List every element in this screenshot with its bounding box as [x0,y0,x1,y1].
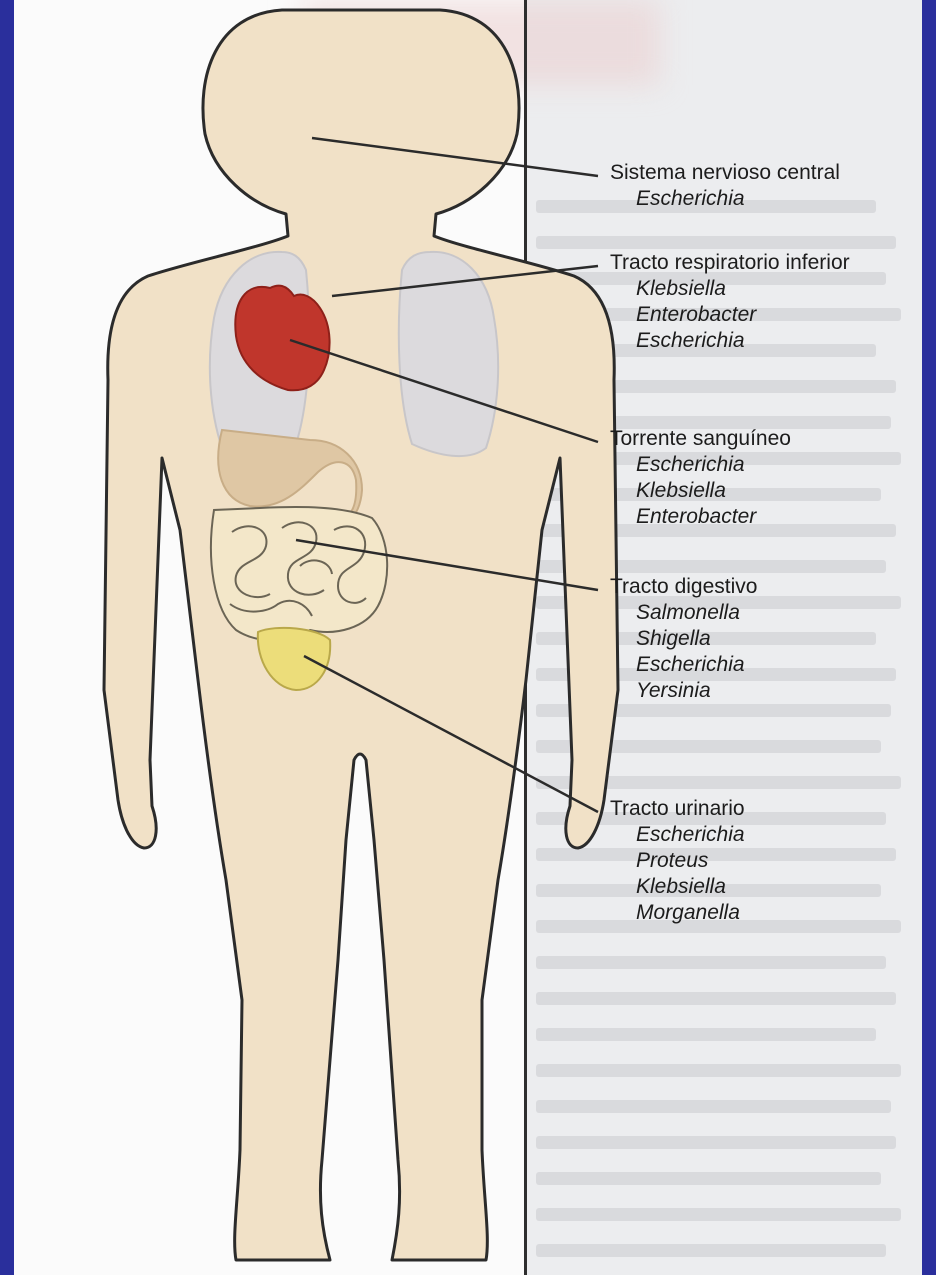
intestines-organ-icon [211,507,387,640]
annotation-digest: Tracto digestivo Salmonella Shigella Esc… [610,574,757,704]
annotation-organism: Yersinia [610,678,757,704]
annotation-title: Tracto respiratorio inferior [610,250,850,276]
annotation-organism: Escherichia [610,652,757,678]
annotation-organism: Shigella [610,626,757,652]
annotation-resp: Tracto respiratorio inferior Klebsiella … [610,250,850,354]
annotation-organism: Escherichia [610,822,745,848]
annotation-organism: Klebsiella [610,276,850,302]
annotation-organism: Escherichia [610,452,791,478]
human-body-silhouette-icon [104,10,618,1260]
annotation-organism: Enterobacter [610,302,850,328]
annotation-organism: Escherichia [610,328,850,354]
annotation-organism: Salmonella [610,600,757,626]
annotation-organism: Enterobacter [610,504,791,530]
annotation-title: Tracto digestivo [610,574,757,600]
annotation-urinary: Tracto urinario Escherichia Proteus Kleb… [610,796,745,926]
annotation-organism: Klebsiella [610,874,745,900]
annotation-blood: Torrente sanguíneo Escherichia Klebsiell… [610,426,791,530]
annotation-organism: Klebsiella [610,478,791,504]
annotation-organism: Proteus [610,848,745,874]
annotation-organism: Morganella [610,900,745,926]
annotation-cns: Sistema nervioso central Escherichia [610,160,840,212]
annotation-title: Sistema nervioso central [610,160,840,186]
annotation-organism: Escherichia [610,186,840,212]
annotation-title: Tracto urinario [610,796,745,822]
annotation-title: Torrente sanguíneo [610,426,791,452]
